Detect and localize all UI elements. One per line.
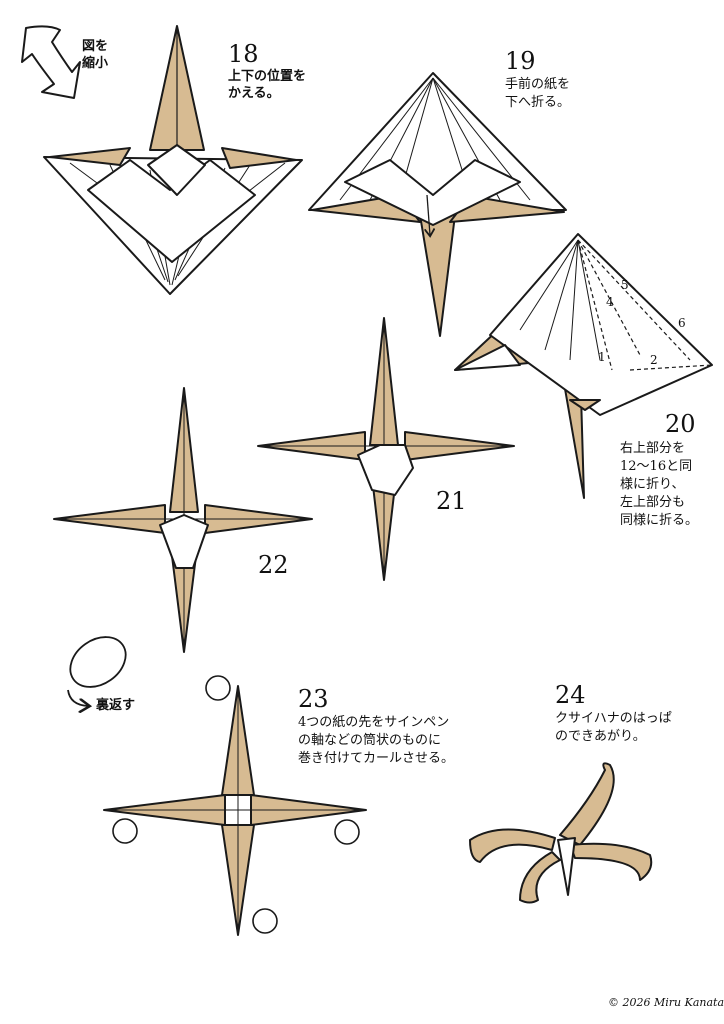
step-23-number: 23	[298, 685, 329, 713]
turn-over-icon	[67, 636, 127, 706]
step-20-text: 右上部分を 12〜16と同 様に折り、 左上部分も 同様に折る。	[620, 441, 699, 528]
turn-over-label: 裏返す	[96, 698, 136, 713]
step-22-number: 22	[258, 551, 289, 579]
curl-arrow-icon	[112, 675, 360, 934]
step-22-figure	[53, 387, 313, 653]
step-24-figure	[469, 762, 653, 904]
step-21-number: 21	[436, 487, 467, 515]
step-18-figure	[43, 25, 303, 295]
step-24-number: 24	[555, 681, 586, 709]
step-23-figure	[103, 675, 367, 936]
fold-mark-1: 1	[598, 350, 606, 364]
fold-mark-5: 5	[621, 278, 629, 292]
shrink-arrow-icon	[21, 25, 81, 99]
step-18-number: 18	[228, 40, 259, 68]
step-21-figure	[257, 317, 515, 581]
fold-mark-2: 2	[650, 353, 658, 367]
copyright: © 2026 Miru Kanata	[608, 996, 724, 1009]
step-19-figure	[308, 72, 567, 337]
step-20-figure	[454, 233, 713, 499]
shrink-label: 図を 縮小	[82, 39, 109, 71]
step-20-number: 20	[665, 410, 696, 438]
fold-mark-4: 4	[606, 295, 614, 309]
step-19-number: 19	[505, 47, 536, 75]
step-23-text: 4つの紙の先をサインペン の軸などの筒状のものに 巻き付けてカールさせる。	[298, 715, 455, 766]
step-19-text: 手前の紙を 下へ折る。	[505, 77, 571, 110]
step-24-text: クサイハナのはっぱ のできあがり。	[555, 711, 672, 744]
step-18-text: 上下の位置を かえる。	[228, 69, 307, 101]
fold-mark-6: 6	[678, 316, 686, 330]
